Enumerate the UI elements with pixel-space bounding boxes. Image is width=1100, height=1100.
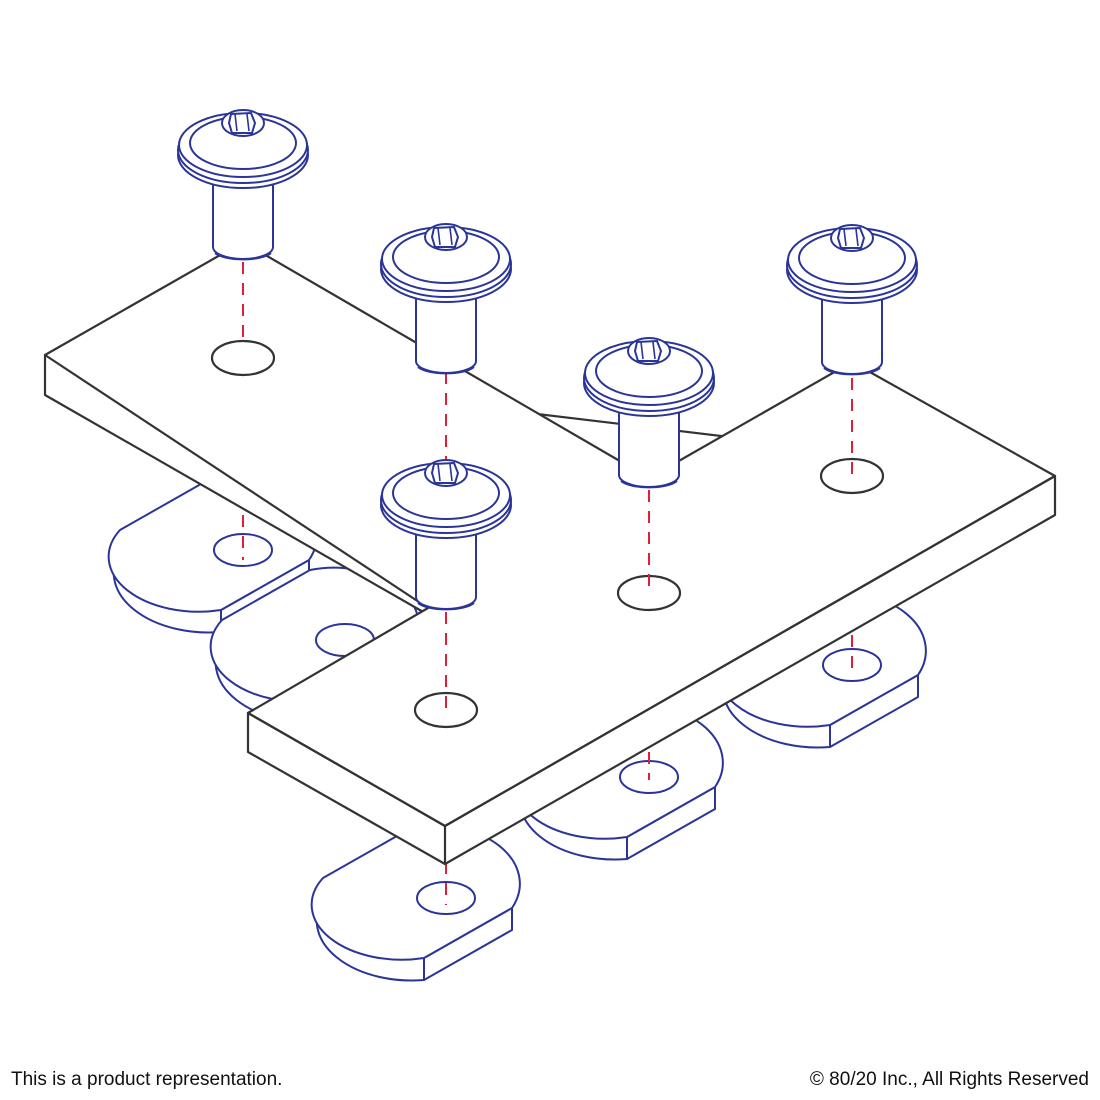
hex-socket-depth (234, 113, 250, 132)
copyright-text: © 80/20 Inc., All Rights Reserved (809, 1069, 1089, 1090)
t-nut-hole (213, 533, 273, 567)
t-nut-5 (310, 824, 521, 982)
button-head-screw-3 (786, 224, 918, 376)
hex-socket-icon (430, 225, 460, 248)
screw-shank-edge (214, 252, 272, 261)
button-head-screw-2 (380, 223, 512, 375)
hex-socket-depth (437, 227, 453, 246)
screw-shank-edge (417, 366, 475, 375)
hex-socket-icon (430, 461, 460, 484)
plate-hole-1 (210, 339, 276, 377)
t-nut-hole (416, 881, 476, 915)
plate-hole-4 (819, 457, 885, 495)
button-head-screw-5 (380, 459, 512, 611)
hex-socket-depth (437, 463, 453, 482)
button-head-screw-4 (583, 337, 715, 489)
plate-top (43, 240, 1057, 828)
button-head-screw-1 (177, 109, 309, 261)
disclaimer-text: This is a product representation. (11, 1069, 283, 1090)
screw-shank-edge (620, 480, 678, 489)
screw-shank-edge (417, 602, 475, 611)
hex-socket-icon (836, 226, 866, 249)
hex-socket-depth (640, 341, 656, 360)
screw-shank-edge (823, 367, 881, 376)
hex-socket-icon (227, 111, 257, 134)
mounting-plate (43, 240, 1057, 866)
plate-edges (247, 475, 1056, 864)
hex-socket-icon (633, 339, 663, 362)
plate-hole-2 (413, 691, 479, 729)
hex-socket-depth (843, 228, 859, 247)
